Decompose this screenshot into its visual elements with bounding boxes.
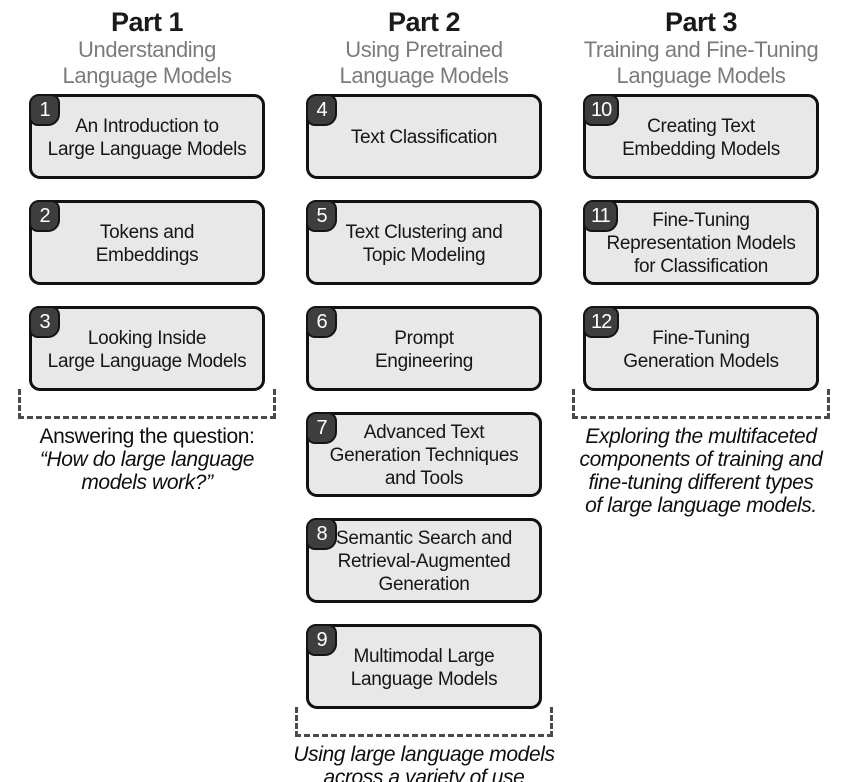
chapter-box-8: 8 Semantic Search and Retrieval-Augmente… — [306, 518, 542, 603]
chapter-title: Fine-Tuning Representation Models for Cl… — [606, 210, 796, 277]
chapter-box-2: 2 Tokens and Embeddings — [29, 200, 265, 285]
part-2-caption: Using large language models across a var… — [293, 743, 555, 782]
chapter-title: Text Clustering and Topic Modeling — [345, 221, 503, 266]
part-1-title: Part 1 — [110, 7, 184, 37]
part-2-chapter-boxes: 4 Text Classification 5 Text Clustering … — [293, 94, 555, 730]
part-3-title: Part 3 — [664, 7, 738, 37]
chapter-title: An Introduction to Large Language Models — [47, 115, 247, 160]
part-1-caption: Answering the question: “How do large la… — [16, 425, 278, 494]
chapter-number-badge: 8 — [306, 518, 337, 550]
chapter-number-badge: 10 — [583, 94, 620, 126]
chapter-box-11: 11 Fine-Tuning Representation Models for… — [583, 200, 819, 285]
part-2-caption-italic: Using large language models across a var… — [293, 743, 555, 782]
chapter-box-5: 5 Text Clustering and Topic Modeling — [306, 200, 542, 285]
chapter-title: Tokens and Embeddings — [95, 221, 199, 266]
chapter-title: Looking Inside Large Language Models — [47, 327, 247, 372]
chapter-box-10: 10 Creating Text Embedding Models — [583, 94, 819, 179]
chapter-title: Advanced Text Generation Techniques and … — [329, 422, 519, 489]
chapter-number-badge: 4 — [306, 94, 337, 126]
part-1-caption-italic: “How do large language models work?” — [39, 448, 255, 494]
part-2-dashed-brace — [295, 707, 553, 737]
chapter-box-12: 12 Fine-Tuning Generation Models — [583, 306, 819, 391]
chapter-box-4: 4 Text Classification — [306, 94, 542, 179]
chapter-box-6: 6 Prompt Engineering — [306, 306, 542, 391]
part-1-column: Part 1 Understanding Language Models 1 A… — [16, 0, 278, 494]
chapter-title: Multimodal Large Language Models — [350, 645, 498, 690]
chapter-title: Text Classification — [350, 127, 498, 148]
chapter-box-1: 1 An Introduction to Large Language Mode… — [29, 94, 265, 179]
part-1-dashed-brace — [18, 389, 276, 419]
chapter-number-badge: 6 — [306, 306, 337, 338]
chapter-box-9: 9 Multimodal Large Language Models — [306, 624, 542, 709]
chapter-number-badge: 11 — [583, 200, 618, 232]
part-1-caption-lead: Answering the question: — [39, 425, 255, 448]
part-3-column: Part 3 Training and Fine-Tuning Language… — [570, 0, 832, 517]
chapter-box-7: 7 Advanced Text Generation Techniques an… — [306, 412, 542, 497]
chapter-number-badge: 7 — [306, 412, 337, 444]
part-3-header: Part 3 Training and Fine-Tuning Language… — [570, 7, 832, 94]
chapter-title: Prompt Engineering — [374, 327, 474, 372]
part-1-chapter-boxes: 1 An Introduction to Large Language Mode… — [16, 94, 278, 412]
part-2-title: Part 2 — [387, 7, 461, 37]
chapter-number-badge: 2 — [29, 200, 60, 232]
part-3-subtitle: Training and Fine-Tuning Language Models — [583, 37, 819, 88]
chapter-title: Creating Text Embedding Models — [622, 115, 780, 160]
part-3-dashed-brace — [572, 389, 830, 419]
chapter-number-badge: 9 — [306, 624, 337, 656]
part-2-column: Part 2 Using Pretrained Language Models … — [293, 0, 555, 782]
part-2-header: Part 2 Using Pretrained Language Models — [293, 7, 555, 94]
chapter-number-badge: 5 — [306, 200, 337, 232]
part-3-caption-italic: Exploring the multifaceted components of… — [579, 425, 823, 517]
part-1-subtitle: Understanding Language Models — [62, 37, 232, 88]
part-3-chapter-boxes: 10 Creating Text Embedding Models 11 Fin… — [570, 94, 832, 412]
chapter-box-3: 3 Looking Inside Large Language Models — [29, 306, 265, 391]
part-3-caption: Exploring the multifaceted components of… — [570, 425, 832, 517]
chapter-title: Semantic Search and Retrieval-Augmented … — [336, 528, 512, 595]
chapter-number-badge: 12 — [583, 306, 620, 338]
part-1-header: Part 1 Understanding Language Models — [16, 7, 278, 94]
chapter-number-badge: 1 — [29, 94, 60, 126]
part-2-subtitle: Using Pretrained Language Models — [339, 37, 509, 88]
chapter-title: Fine-Tuning Generation Models — [623, 327, 779, 372]
chapter-number-badge: 3 — [29, 306, 60, 338]
